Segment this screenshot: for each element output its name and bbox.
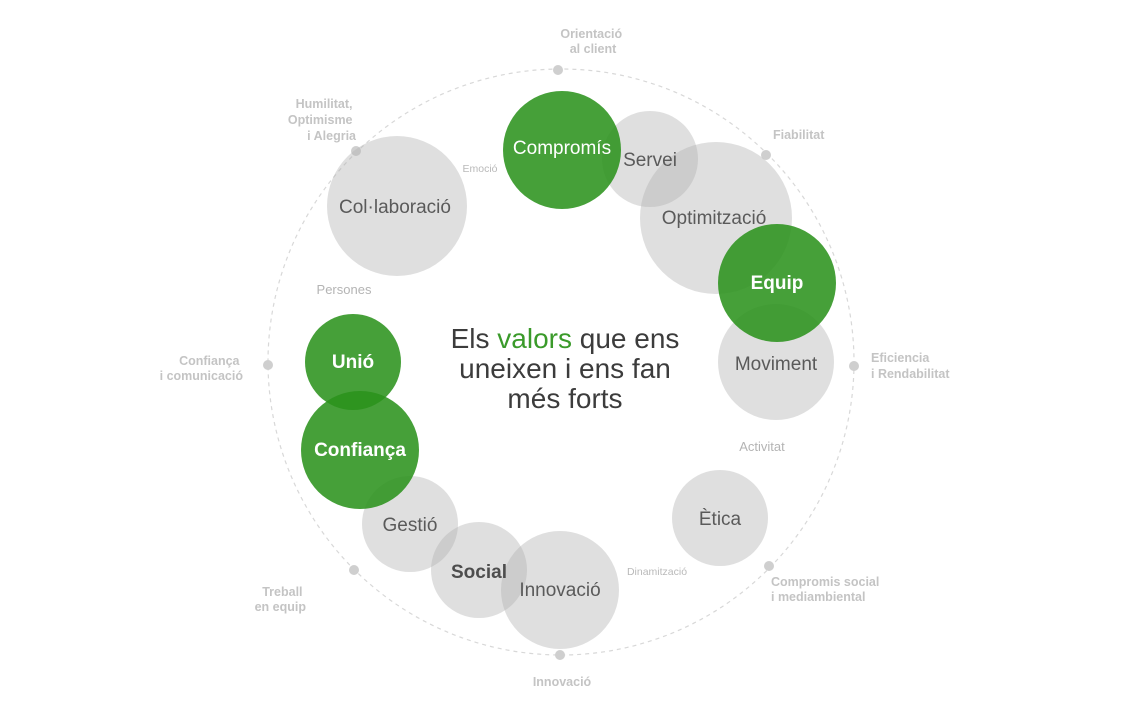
- center-headline-part-a: Els: [451, 323, 498, 354]
- ring-dot-humilitat: [351, 146, 361, 156]
- center-headline-accent: valors: [497, 323, 572, 354]
- mid-label-emocio: Emoció: [462, 163, 497, 175]
- bubble-etica: [672, 470, 768, 566]
- mid-label-activitat: Activitat: [739, 439, 785, 454]
- bubble-social: [431, 522, 527, 618]
- ring-dot-eficiencia: [849, 361, 859, 371]
- center-headline-line3: més forts: [507, 383, 622, 414]
- outer-label-confianca-comunicacio: Confiança i comunicació: [160, 354, 244, 383]
- outer-label-fiabilitat: Fiabilitat: [773, 128, 825, 142]
- bubble-label-unio: Unió: [332, 352, 374, 373]
- ring-dot-fiabilitat: [761, 150, 771, 160]
- ring-dot-treball: [349, 565, 359, 575]
- bubble-unio: [305, 314, 401, 410]
- ring-dot-innovacio: [555, 650, 565, 660]
- bubble-label-compromis: Compromís: [513, 138, 611, 159]
- bubble-label-innovacio: Innovació: [519, 580, 600, 601]
- bubble-compromis: [503, 91, 621, 209]
- bubble-label-confianca: Confiança: [314, 440, 406, 461]
- bubble-label-social: Social: [451, 562, 507, 583]
- ring-dot-orientacio: [553, 65, 563, 75]
- bubble-equip: [718, 224, 836, 342]
- outer-label-eficiencia: Eficiencia i Rendabilitat: [871, 351, 950, 381]
- outer-label-compromis-social: Compromis social i mediambiental: [771, 575, 883, 604]
- bubble-label-etica: Ètica: [699, 509, 742, 530]
- bubble-label-gestio: Gestió: [383, 515, 438, 536]
- outer-label-humilitat: Humilitat, Optimisme i Alegria: [288, 97, 357, 143]
- center-headline-part-b: que ens: [572, 323, 679, 354]
- bubble-label-optimitzacio: Optimització: [662, 208, 767, 229]
- center-headline-line2: uneixen i ens fan: [459, 353, 671, 384]
- bubble-label-servei: Servei: [623, 150, 677, 171]
- bubble-label-moviment: Moviment: [735, 354, 818, 375]
- bubble-servei: [602, 111, 698, 207]
- mid-label-dinamitzacio: Dinamització: [627, 566, 687, 578]
- center-headline-line1: Els valors que ens: [451, 323, 680, 354]
- outer-label-orientacio: Orientació al client: [560, 27, 625, 56]
- ring-dot-confianca: [263, 360, 273, 370]
- ring-dot-compromis-social: [764, 561, 774, 571]
- bubble-innovacio: [501, 531, 619, 649]
- outer-label-innovacio: Innovació: [533, 675, 592, 689]
- bubble-confianca: [301, 391, 419, 509]
- mid-label-persones: Persones: [317, 282, 372, 297]
- bubble-label-collaboracio: Col·laboració: [339, 197, 451, 218]
- bubble-label-equip: Equip: [751, 273, 804, 294]
- outer-label-treball: Treball en equip: [255, 585, 307, 614]
- bubble-collaboracio: [327, 136, 467, 276]
